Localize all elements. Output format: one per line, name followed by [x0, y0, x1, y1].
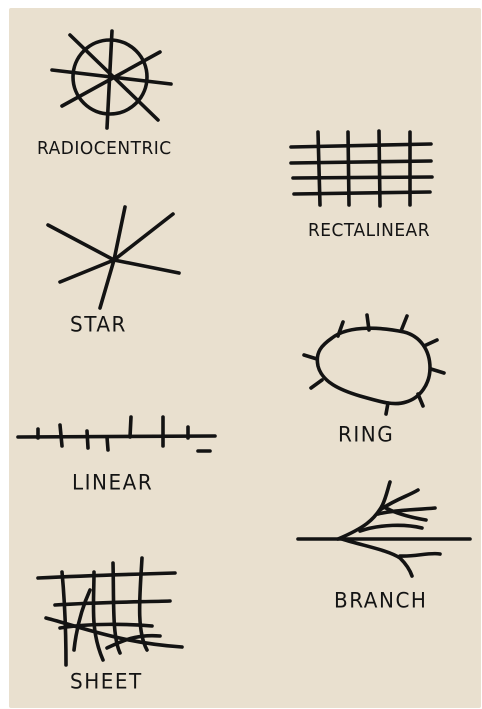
sheet-sketch — [38, 558, 182, 665]
linear-sketch — [18, 417, 215, 451]
branch-sketch — [298, 482, 470, 576]
radiocentric-sketch — [52, 31, 171, 128]
sheet-label: SHEET — [70, 668, 143, 693]
linear-label: LINEAR — [72, 469, 153, 494]
rectalinear-label: RECTALINEAR — [308, 221, 430, 242]
star-sketch — [48, 207, 179, 308]
ring-label: RING — [338, 421, 394, 446]
star-label: STAR — [70, 311, 127, 336]
branch-label: BRANCH — [334, 587, 427, 612]
rectalinear-sketch — [291, 131, 432, 206]
radiocentric-label: RADIOCENTRIC — [37, 139, 172, 160]
ring-sketch — [304, 315, 444, 414]
